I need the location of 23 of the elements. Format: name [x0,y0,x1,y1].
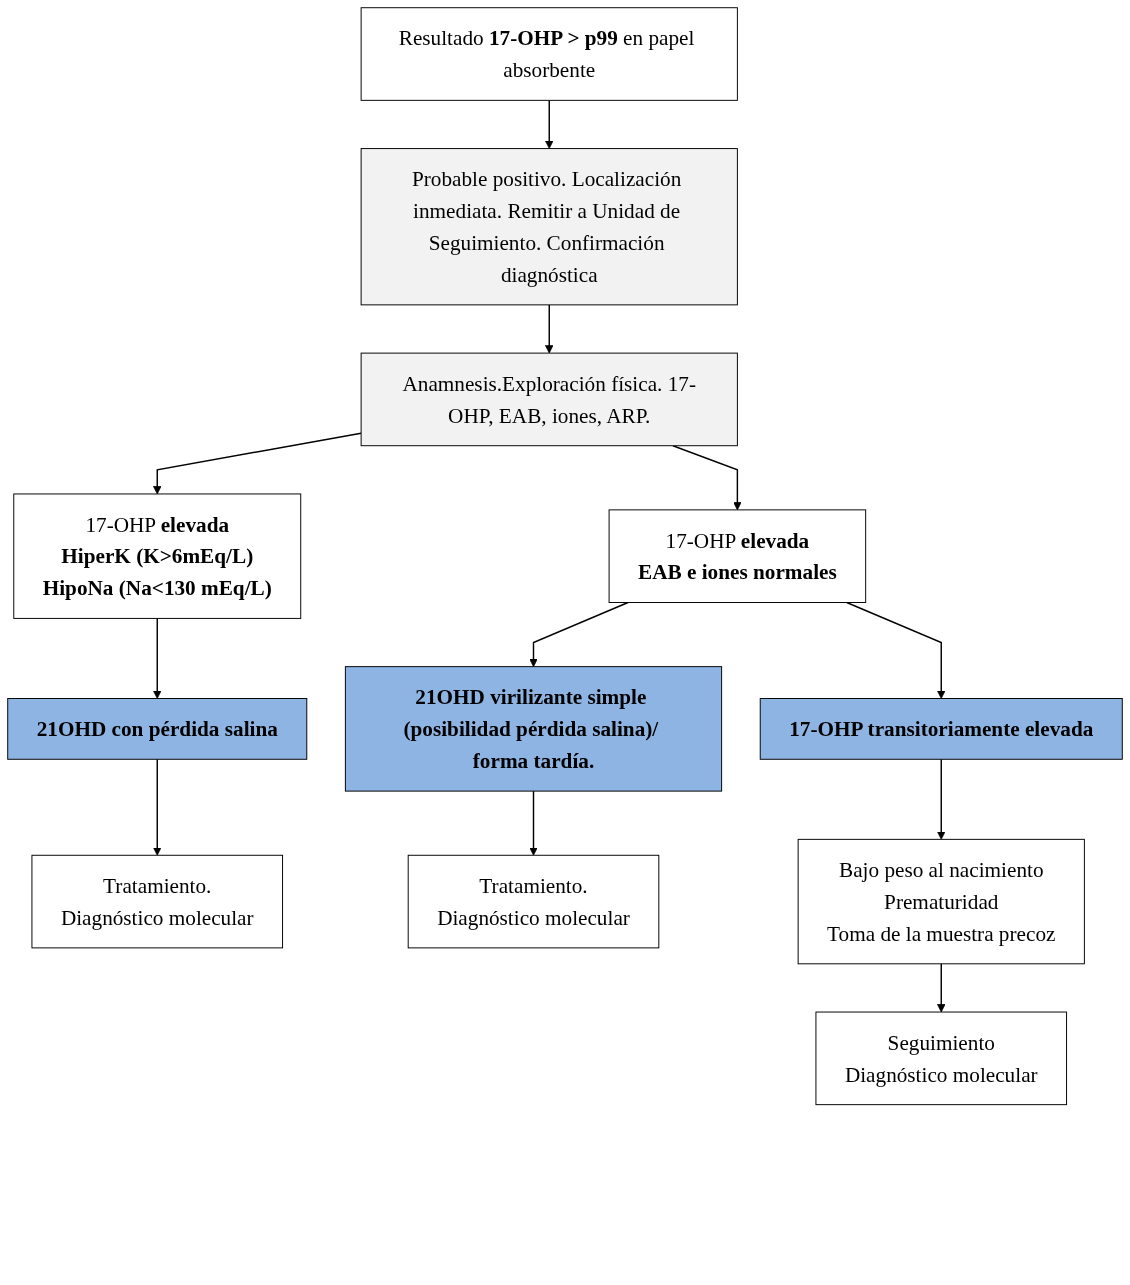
arrow [846,601,946,699]
arrow [153,758,162,856]
arrow [153,432,362,495]
node-box [31,854,284,949]
arrow [937,758,946,840]
node-box [13,493,302,619]
node-box [360,148,738,306]
node-box [759,698,1123,760]
node-box [797,838,1085,965]
arrow [529,790,538,856]
node-box [407,854,660,949]
arrow [545,304,554,354]
arrow [545,99,554,149]
arrow [153,617,162,699]
node-box [815,1011,1068,1106]
node-box [344,666,723,792]
arrow [529,601,629,668]
node-box [608,509,867,603]
node-box [7,698,308,760]
node-box [360,7,738,101]
arrow [672,445,742,511]
node-box [360,352,738,447]
arrow [937,963,946,1013]
